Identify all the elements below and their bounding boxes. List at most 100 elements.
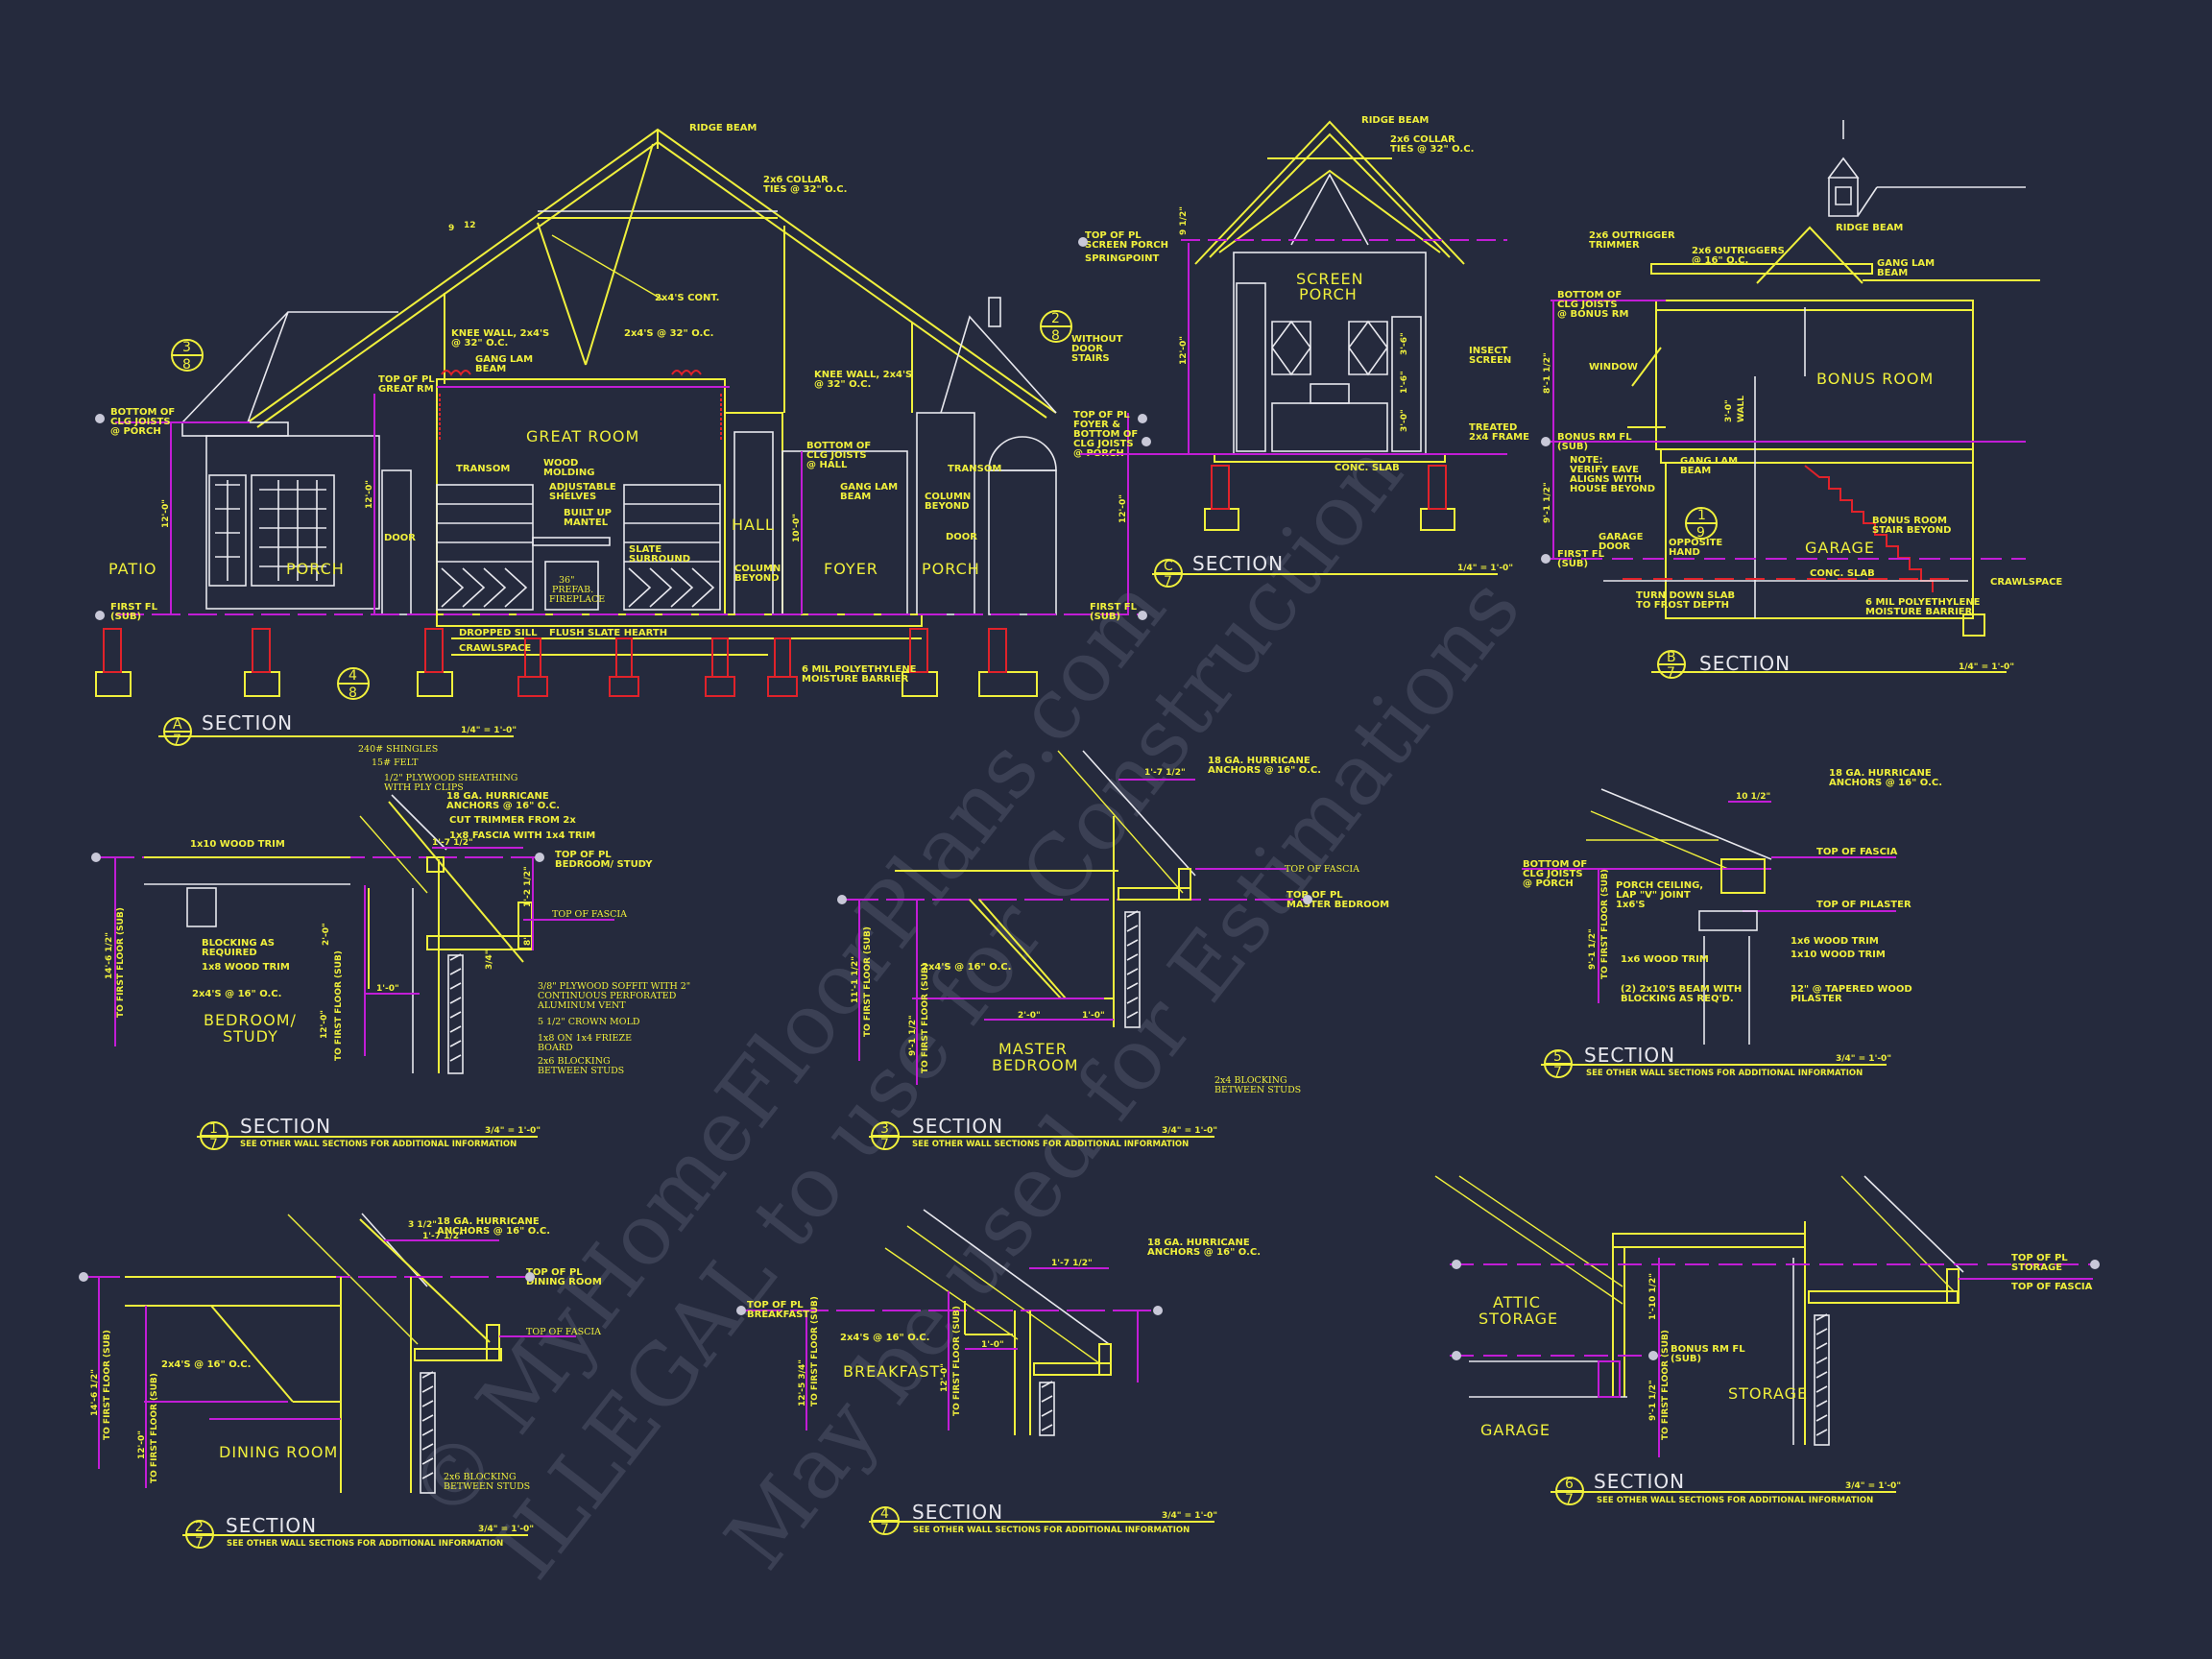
detail-6-storage: 1'-10 1/2" 9'-1 1/2" TO FIRST FLOOR (SUB… [1434, 1175, 2093, 1507]
label-first-fl-2: (SUB) [1557, 559, 1588, 569]
callout-3-8[interactable]: 3 8 [171, 339, 204, 373]
strut [585, 143, 654, 366]
label-pilaster-2: PILASTER [1791, 994, 1842, 1004]
rafter-inner [359, 815, 428, 894]
label-hall-beam-2: BEAM [840, 492, 871, 502]
label-anchors: 18 GA. HURRICANE [446, 791, 549, 802]
rafter-inner [884, 1247, 1019, 1340]
label-sheathing-2: WITH PLY CLIPS [384, 782, 464, 793]
callout-1-9[interactable]: 1 9 [1685, 507, 1718, 541]
bubble-number: 3 [880, 1121, 889, 1137]
pier-block [1428, 465, 1447, 510]
label-struts: 2x4'S @ 32" O.C. [624, 328, 713, 339]
svg-text:8: 8 [349, 685, 357, 701]
rafter [359, 1218, 491, 1343]
label-outrigger-trim: 2x6 OUTRIGGER [1589, 230, 1675, 241]
siding [420, 1372, 436, 1494]
soffit [426, 935, 534, 950]
arched-window [988, 469, 1057, 615]
label-bot-clg-3: @ PORCH [110, 426, 161, 437]
siding [1039, 1382, 1055, 1436]
label-block-2: BETWEEN STUDS [444, 1481, 530, 1492]
label-foyer-pl-3: BOTTOM OF [1073, 429, 1138, 440]
roof-sheathing [1600, 788, 1772, 860]
label-bot-clg-3: @ PORCH [1523, 878, 1574, 889]
label-anchors-2: ANCHORS @ 16" O.C. [1147, 1247, 1261, 1258]
label-first-fl-r2: (SUB) [1090, 612, 1120, 622]
callout-4-8[interactable]: 4 8 [337, 667, 370, 701]
section-note: SEE OTHER WALL SECTIONS FOR ADDITIONAL I… [913, 1526, 1190, 1535]
section-a: 36" PREFAB. FIREPLACE [95, 123, 1142, 748]
label-shelves: ADJUSTABLE [549, 482, 616, 493]
dim-text: 12'-0" [1118, 494, 1128, 523]
label-without-2: DOOR [1071, 344, 1103, 354]
dim-text: TO FIRST FLOOR (SUB) [103, 1330, 112, 1440]
scale-label: 1/4" = 1'-0" [1457, 564, 1513, 573]
porch-roof-right [940, 315, 1057, 414]
label-door-r: DOOR [946, 532, 977, 542]
dim-text: 1'-6" [1400, 371, 1409, 394]
dim-text: 1'-2 1/2" [523, 866, 533, 907]
pitch-rise: 9 [448, 224, 454, 233]
label-knee-wall-2: @ 32" O.C. [451, 338, 508, 349]
shelves [437, 503, 720, 563]
soffit [1808, 1290, 1959, 1304]
section-b: 8'-1 1/2" 9'-1 1/2" 3'-0" WALL 2x6 OUTRI… [1543, 120, 2062, 681]
label-top-fascia: TOP OF FASCIA [1285, 864, 1359, 875]
label-column-r2: BEYOND [925, 501, 970, 512]
outriggers [1650, 263, 1873, 275]
label-beam: (2) 2x10'S BEAM WITH [1621, 984, 1742, 995]
label-bot-clg: BOTTOM OF [1557, 290, 1622, 301]
cabinet-doors [441, 567, 715, 608]
piers [95, 628, 1038, 697]
label-ridge: RIDGE BEAM [1836, 223, 1903, 233]
label-top-pl: TOP OF PL [747, 1300, 804, 1310]
datum-target-icon [95, 611, 105, 620]
datum-target-icon [79, 1272, 88, 1282]
label-top-pl-2: DINING ROOM [526, 1277, 602, 1287]
bubble-sheet: 7 [173, 733, 181, 748]
dim-text: 3'-0" [1724, 399, 1734, 422]
bubble-number: 6 [1565, 1477, 1574, 1492]
outdoor-kitchen [1271, 402, 1388, 452]
pitch-run: 12 [464, 221, 476, 230]
callout-2-8[interactable]: 2 8 [1040, 310, 1072, 344]
scale-label: 3/4" = 1'-0" [1845, 1481, 1901, 1491]
dim-text: 12'-0" [1179, 336, 1189, 365]
fireplace-size: 36" [559, 575, 574, 586]
chimney [988, 297, 1001, 327]
detail-3-title: 3 7 SECTION 3/4" = 1'-0" SEE OTHER WALL … [869, 1115, 1217, 1152]
label-first-fl: FIRST FL [1557, 549, 1605, 560]
label-foyer-pl-2: FOYER & [1073, 420, 1120, 430]
pier [1962, 613, 1985, 637]
pilaster-cap [1698, 910, 1758, 931]
floor-system [436, 613, 923, 627]
dim-text: 11'-1 1/2" [851, 956, 860, 1003]
rafter-inner [287, 1214, 419, 1345]
dim-text: 14'-6 1/2" [105, 932, 114, 979]
detail-1-bedroom: 1'-7 1/2" 1'-2 1/2" 8" 3/4" 2'-0" 1'-0" … [96, 744, 690, 1152]
room-breakfast: BREAKFAST [843, 1362, 940, 1381]
porch-column-right [916, 412, 975, 615]
rafter [1434, 1175, 1623, 1305]
label-ridge: RIDGE BEAM [1361, 115, 1429, 126]
label-top-pl: TOP OF PL [1286, 890, 1343, 901]
rim-joist [1598, 1360, 1621, 1398]
label-sheathing: 1/2" PLYWOOD SHEATHING [384, 773, 517, 783]
label-shelves-2: SHELVES [549, 492, 596, 502]
eave [1627, 347, 1666, 428]
label-poly: 6 MIL POLYETHYLENE [1865, 597, 1981, 608]
insulation [441, 370, 702, 376]
room-screen-porch-2: PORCH [1299, 285, 1358, 303]
dim-text: TO FIRST FLOOR (SUB) [334, 950, 344, 1061]
room-study: STUDY [223, 1027, 278, 1046]
label-gang-lam-b: GANG LAM [1680, 456, 1738, 467]
label-insect-2: SCREEN [1469, 355, 1511, 366]
label-bot-clg-2: CLG JOISTS [1557, 300, 1618, 310]
label-poly-2: MOISTURE BARRIER [802, 674, 909, 685]
label-hearth: FLUSH SLATE HEARTH [549, 628, 667, 638]
section-title: SECTION [226, 1514, 317, 1537]
label-poly-2: MOISTURE BARRIER [1865, 607, 1973, 617]
label-dropped-sill: DROPPED SILL [459, 628, 538, 638]
label-rafters: 2x4'S @ 16" O.C. [922, 962, 1011, 973]
